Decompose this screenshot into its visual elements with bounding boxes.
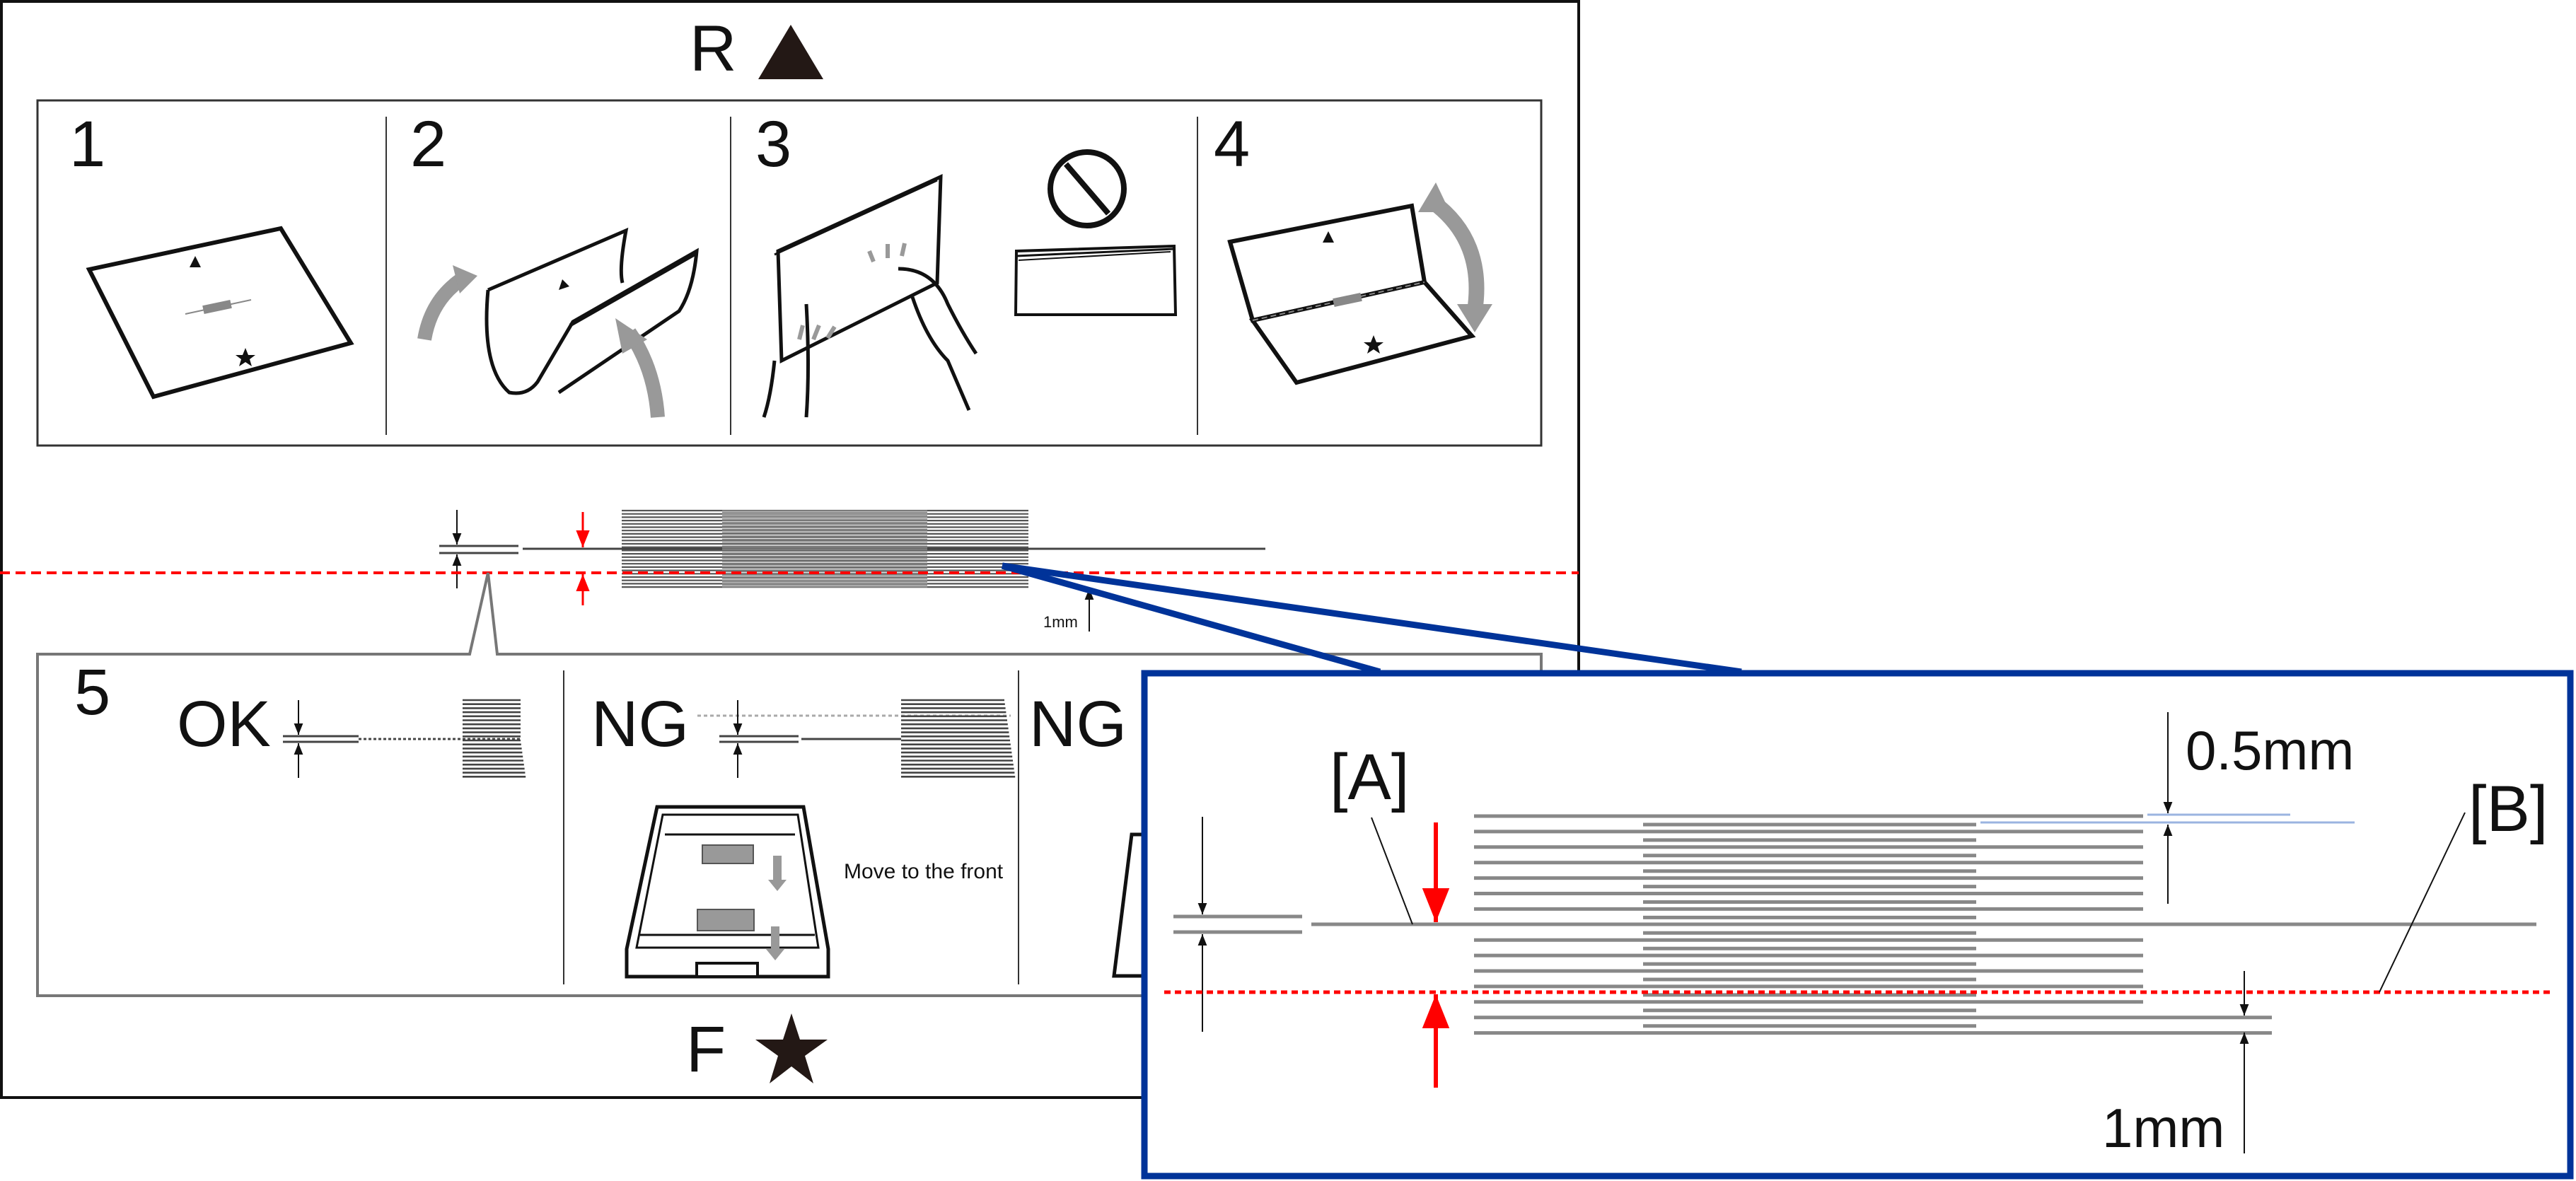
label-a: [A]: [1330, 741, 1409, 813]
star-mark: [1364, 335, 1383, 354]
front-label: F: [686, 1013, 726, 1086]
label-a-leader: [1371, 817, 1413, 925]
fold-sheet-arrow-icon: [1227, 182, 1492, 385]
label-b: [B]: [2468, 773, 2548, 845]
case-ok-diagram: [283, 699, 526, 778]
step-number-1: 1: [69, 108, 105, 180]
star-icon: [755, 1013, 828, 1083]
prohibited-icon: [1048, 149, 1127, 228]
top-dimension-label: 0.5mm: [2186, 719, 2354, 781]
label-b-leader: [2379, 812, 2466, 993]
step-number-3: 3: [755, 108, 791, 180]
fan-paper-hands-icon: [762, 174, 978, 418]
curl-sheet-arrows-icon: [417, 227, 699, 418]
paper-tray-icon: [625, 805, 830, 979]
move-to-front-note: Move to the front: [844, 860, 1004, 883]
bottom-dimension-label: 1mm: [2102, 1097, 2224, 1159]
callout-wedge: [1001, 562, 1742, 675]
flat-paper-stack: [1014, 244, 1178, 316]
case-ng-label: NG: [591, 688, 689, 760]
step-number-4: 4: [1214, 108, 1250, 180]
steps-panel: 1 2 3 4: [36, 99, 1543, 447]
case-ng2-label: NG: [1029, 688, 1127, 760]
case-ng-diagram: [697, 699, 1016, 778]
inset-zoom-box: 0.5mm 1mm [A] [B]: [1141, 670, 2574, 1180]
middle-stack-diagram: 1mm: [439, 509, 1265, 632]
case-ok-label: OK: [177, 688, 271, 760]
rear-label: R: [690, 13, 736, 85]
step-number-5: 5: [74, 656, 110, 728]
star-mark: [236, 348, 255, 366]
step-number-2: 2: [410, 108, 446, 180]
sheet-with-marks-icon: [86, 226, 354, 400]
triangle-icon: [758, 25, 823, 79]
middle-dimension-label: 1mm: [1043, 613, 1078, 631]
